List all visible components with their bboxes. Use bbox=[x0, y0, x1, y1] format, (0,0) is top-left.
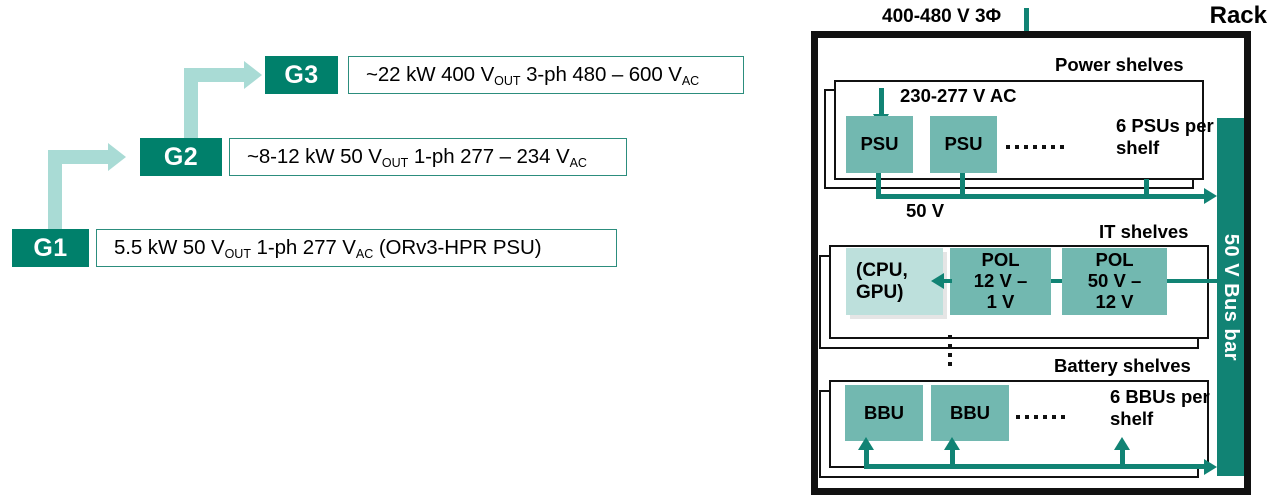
rack-diagram: Rack 400-480 V 3Φ Power shelves 230-277 … bbox=[800, 0, 1273, 503]
pol-12v-1v-line2: 1 V bbox=[986, 290, 1015, 312]
psu-count-note-line2: shelf bbox=[1116, 136, 1160, 158]
battery-shelves-label: Battery shelves bbox=[1054, 355, 1191, 376]
bbu-count-note-line2: shelf bbox=[1110, 407, 1154, 429]
psu-input-wire bbox=[879, 88, 884, 118]
bbu-unit-1: BBU bbox=[845, 385, 923, 441]
power-shelf-50v-bus-wire bbox=[876, 194, 1206, 199]
pol-50v-12v-line1: 50 V – bbox=[1087, 270, 1142, 292]
bbu2-feed-wire bbox=[950, 449, 955, 467]
bbu1-feed-arrowhead-icon bbox=[858, 437, 874, 450]
shelf-repeat-ellipsis-icon bbox=[948, 335, 952, 366]
busbar-to-pol-wire bbox=[1167, 279, 1217, 283]
psu-count-note: 6 PSUs per shelf bbox=[1116, 115, 1214, 159]
generation-desc-g2: ~8-12 kW 50 VOUT 1-ph 277 – 234 VAC bbox=[229, 138, 627, 176]
arrowhead-icon bbox=[244, 61, 262, 89]
input-feed-label: 400-480 V 3Φ bbox=[882, 6, 1002, 27]
arrowhead-icon bbox=[108, 143, 126, 171]
psu-unit-2: PSU bbox=[930, 116, 997, 173]
pol-50v-12v-line2: 12 V bbox=[1095, 290, 1134, 312]
bbu-count-note-line1: 6 BBUs per bbox=[1110, 386, 1210, 407]
busbar-label: 50 V Bus bar bbox=[1220, 233, 1243, 361]
battery-busbar-arrowhead-icon bbox=[1204, 459, 1217, 475]
generation-tag-g1: G1 bbox=[12, 229, 89, 267]
power-shelves-label: Power shelves bbox=[1055, 54, 1184, 75]
generation-roadmap: G3 ~22 kW 400 VOUT 3-ph 480 – 600 VAC G2… bbox=[12, 56, 744, 267]
it-load-cpu-gpu: (CPU, GPU) bbox=[846, 248, 943, 315]
arrow-g1-to-g2 bbox=[40, 143, 130, 250]
generation-desc-g1: 5.5 kW 50 VOUT 1-ph 277 VAC (ORv3-HPR PS… bbox=[96, 229, 617, 267]
generation-desc-g1-text: 5.5 kW 50 VOUT 1-ph 277 VAC (ORv3-HPR PS… bbox=[114, 236, 542, 261]
generation-desc-g2-text: ~8-12 kW 50 VOUT 1-ph 277 – 234 VAC bbox=[247, 145, 587, 170]
pol-50v-12v-title: POL bbox=[1095, 249, 1134, 271]
generation-tag-g3: G3 bbox=[265, 56, 338, 94]
generation-tag-g2: G2 bbox=[140, 138, 222, 176]
generation-desc-g3-text: ~22 kW 400 VOUT 3-ph 480 – 600 VAC bbox=[366, 63, 700, 88]
busbar-50v: 50 V Bus bar bbox=[1217, 118, 1244, 476]
power-shelf-extra-drop-wire bbox=[1144, 179, 1149, 199]
pol-to-pol-wire bbox=[1051, 279, 1062, 283]
power-shelf-busbar-arrowhead-icon bbox=[1204, 188, 1217, 204]
pol-12v-1v-line1: 12 V – bbox=[973, 270, 1028, 292]
power-shelf-output-voltage-label: 50 V bbox=[906, 200, 945, 221]
psu-count-note-line1: 6 PSUs per bbox=[1116, 115, 1214, 136]
generation-desc-g3: ~22 kW 400 VOUT 3-ph 480 – 600 VAC bbox=[348, 56, 744, 94]
psu-unit-1: PSU bbox=[846, 116, 913, 173]
psu-ellipsis-icon bbox=[1006, 145, 1064, 149]
rack-title: Rack bbox=[1209, 2, 1267, 29]
bbu2-feed-arrowhead-icon bbox=[944, 437, 960, 450]
bbu3-feed-wire bbox=[1120, 449, 1125, 467]
power-shelf-input-voltage-label: 230-277 V AC bbox=[900, 85, 1017, 106]
it-load-line2: GPU) bbox=[856, 281, 904, 303]
bbu-unit-2: BBU bbox=[931, 385, 1009, 441]
pol-to-load-wire bbox=[943, 279, 952, 283]
psu1-output-wire bbox=[876, 173, 881, 199]
pol-to-load-arrowhead-icon bbox=[931, 273, 944, 289]
bbu1-feed-wire bbox=[864, 449, 869, 467]
pol-12v-1v-title: POL bbox=[981, 249, 1020, 271]
it-shelves-label: IT shelves bbox=[1099, 221, 1189, 242]
pol-converter-50v-12v: POL 50 V – 12 V bbox=[1062, 248, 1167, 315]
pol-converter-12v-1v: POL 12 V – 1 V bbox=[950, 248, 1051, 315]
bbu-ellipsis-icon bbox=[1016, 415, 1065, 419]
it-load-line1: (CPU, bbox=[856, 259, 908, 281]
battery-50v-bus-wire bbox=[864, 464, 1206, 469]
psu2-output-wire bbox=[960, 173, 965, 199]
bbu3-feed-arrowhead-icon bbox=[1114, 437, 1130, 450]
bbu-count-note: 6 BBUs per shelf bbox=[1110, 386, 1210, 430]
